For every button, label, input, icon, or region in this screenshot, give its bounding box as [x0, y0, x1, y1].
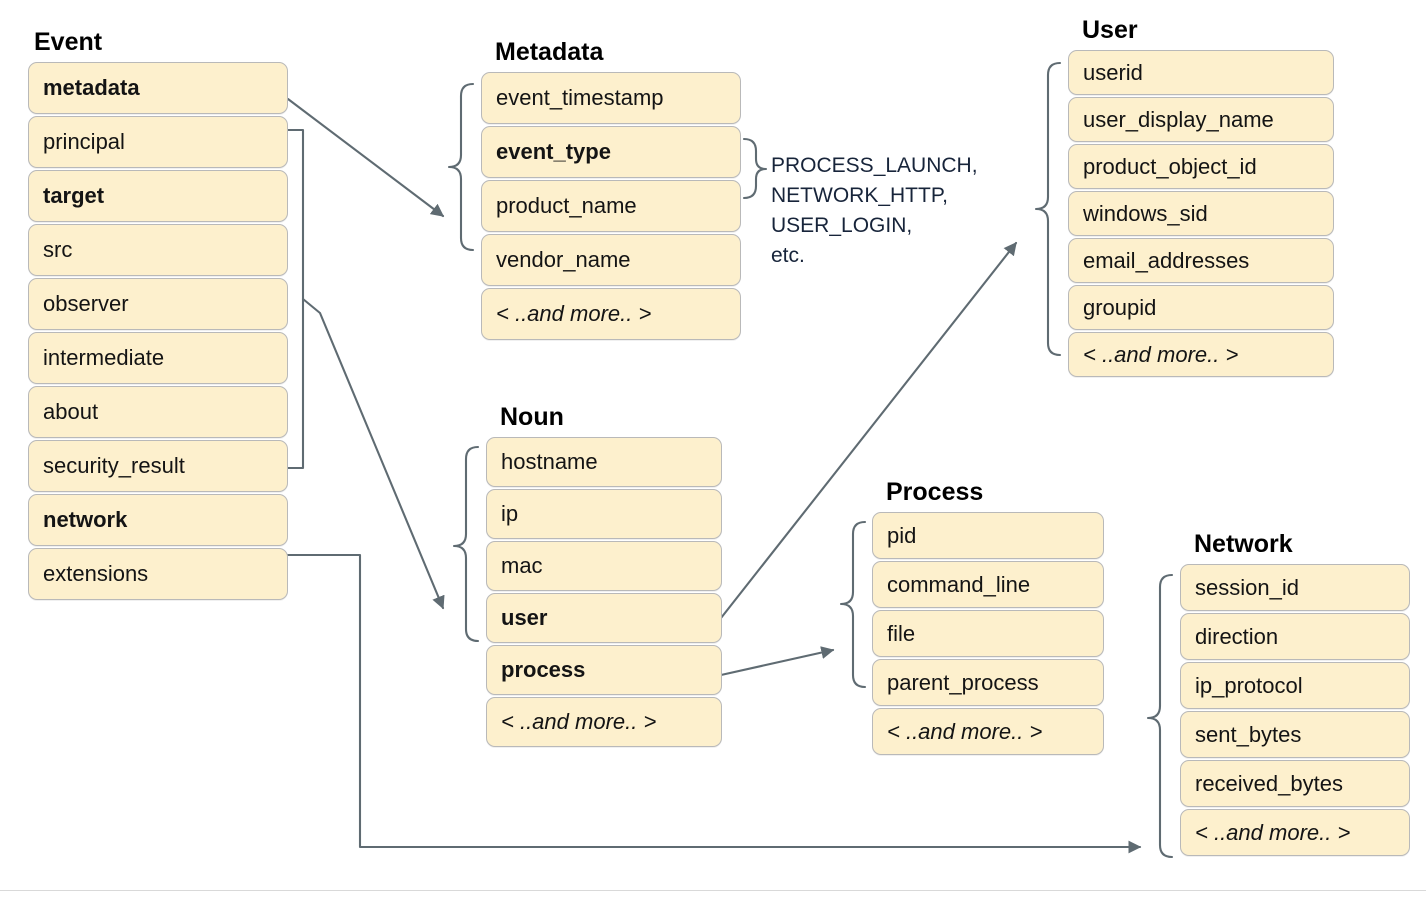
field-network-ip-protocol[interactable]: ip_protocol — [1180, 662, 1410, 709]
field-network-session-id[interactable]: session_id — [1180, 564, 1410, 611]
field-event-intermediate[interactable]: intermediate — [28, 332, 288, 384]
field-event-extensions[interactable]: extensions — [28, 548, 288, 600]
bracket-event-nouns — [285, 128, 305, 470]
field-event-principal[interactable]: principal — [28, 116, 288, 168]
field-user-userid[interactable]: userid — [1068, 50, 1334, 95]
group-title-noun: Noun — [500, 403, 564, 431]
field-network-direction[interactable]: direction — [1180, 613, 1410, 660]
group-title-user: User — [1082, 16, 1138, 44]
field-event-target[interactable]: target — [28, 170, 288, 222]
bottom-divider — [0, 890, 1426, 891]
field-process-command-line[interactable]: command_line — [872, 561, 1104, 608]
field-list-user: userid user_display_name product_object_… — [1068, 50, 1334, 377]
field-metadata-event-timestamp[interactable]: event_timestamp — [481, 72, 741, 124]
field-noun-process[interactable]: process — [486, 645, 722, 695]
field-user-product-object-id[interactable]: product_object_id — [1068, 144, 1334, 189]
brace-noun — [452, 445, 480, 643]
group-metadata: Metadata event_timestamp event_type prod… — [481, 40, 741, 340]
group-event: Event metadata principal target src obse… — [28, 30, 288, 600]
group-title-process: Process — [886, 478, 984, 506]
field-process-and-more[interactable]: < ..and more.. > — [872, 708, 1104, 755]
field-metadata-event-type[interactable]: event_type — [481, 126, 741, 178]
field-user-and-more[interactable]: < ..and more.. > — [1068, 332, 1334, 377]
brace-network — [1146, 573, 1174, 859]
field-event-metadata[interactable]: metadata — [28, 62, 288, 114]
field-network-sent-bytes[interactable]: sent_bytes — [1180, 711, 1410, 758]
brace-process — [839, 520, 867, 689]
field-user-groupid[interactable]: groupid — [1068, 285, 1334, 330]
field-noun-and-more[interactable]: < ..and more.. > — [486, 697, 722, 747]
group-noun: Noun hostname ip mac user process < ..an… — [486, 405, 722, 747]
field-network-and-more[interactable]: < ..and more.. > — [1180, 809, 1410, 856]
field-list-network: session_id direction ip_protocol sent_by… — [1180, 564, 1410, 856]
field-list-event: metadata principal target src observer i… — [28, 62, 288, 600]
field-process-pid[interactable]: pid — [872, 512, 1104, 559]
field-list-metadata: event_timestamp event_type product_name … — [481, 72, 741, 340]
brace-user — [1034, 61, 1062, 357]
field-user-display-name[interactable]: user_display_name — [1068, 97, 1334, 142]
group-user: User userid user_display_name product_ob… — [1068, 18, 1334, 377]
group-process: Process pid command_line file parent_pro… — [872, 480, 1104, 755]
field-user-email-addresses[interactable]: email_addresses — [1068, 238, 1334, 283]
field-network-received-bytes[interactable]: received_bytes — [1180, 760, 1410, 807]
group-title-event: Event — [34, 28, 103, 56]
annotation-event-type-examples: PROCESS_LAUNCH, NETWORK_HTTP, USER_LOGIN… — [771, 154, 978, 267]
field-list-noun: hostname ip mac user process < ..and mor… — [486, 437, 722, 747]
field-process-parent-process[interactable]: parent_process — [872, 659, 1104, 706]
arrow-process — [719, 646, 835, 677]
field-event-network[interactable]: network — [28, 494, 288, 546]
field-event-src[interactable]: src — [28, 224, 288, 276]
field-noun-hostname[interactable]: hostname — [486, 437, 722, 487]
field-user-windows-sid[interactable]: windows_sid — [1068, 191, 1334, 236]
field-event-observer[interactable]: observer — [28, 278, 288, 330]
group-title-network: Network — [1194, 530, 1293, 558]
field-noun-mac[interactable]: mac — [486, 541, 722, 591]
field-event-security-result[interactable]: security_result — [28, 440, 288, 492]
group-network: Network session_id direction ip_protocol… — [1180, 532, 1410, 856]
field-metadata-vendor-name[interactable]: vendor_name — [481, 234, 741, 286]
field-event-about[interactable]: about — [28, 386, 288, 438]
arrow-noun — [301, 297, 445, 610]
brace-metadata — [447, 82, 475, 252]
field-metadata-and-more[interactable]: < ..and more.. > — [481, 288, 741, 340]
field-list-process: pid command_line file parent_process < .… — [872, 512, 1104, 755]
brace-event-type-examples — [742, 137, 768, 200]
group-title-metadata: Metadata — [495, 38, 604, 66]
field-process-file[interactable]: file — [872, 610, 1104, 657]
field-noun-user[interactable]: user — [486, 593, 722, 643]
field-noun-ip[interactable]: ip — [486, 489, 722, 539]
arrow-metadata — [286, 97, 445, 218]
field-metadata-product-name[interactable]: product_name — [481, 180, 741, 232]
